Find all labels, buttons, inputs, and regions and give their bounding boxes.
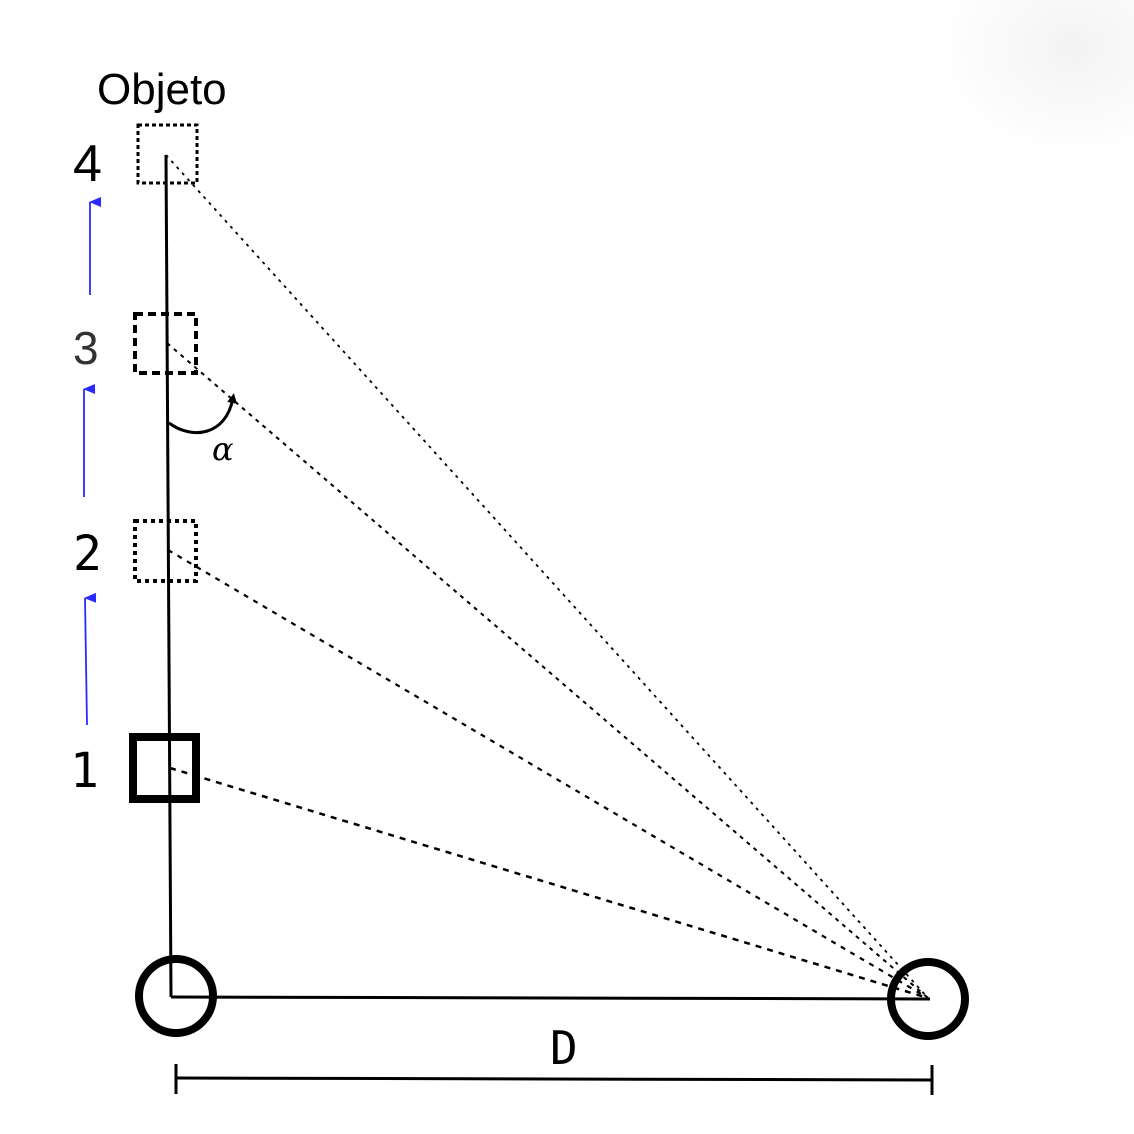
angle-alpha-label: α [212, 430, 234, 468]
corner-shading [934, 0, 1134, 160]
position-label-1: 1 [70, 743, 99, 799]
sight-line-1 [169, 766, 929, 1000]
object-box-1 [129, 733, 200, 803]
position-label-4: 4 [73, 135, 102, 193]
motion-arrow-1-to-2 [84, 592, 97, 726]
angle-arc [168, 393, 238, 435]
object-title: Objeto [97, 65, 227, 114]
observer-circle-right [887, 958, 969, 1040]
sight-line-2 [167, 549, 929, 999]
sight-line-3 [166, 342, 929, 999]
object-box-2 [133, 519, 198, 583]
distance-label: D [550, 1021, 578, 1075]
vertical-track-line [164, 154, 173, 998]
baseline-line [170, 995, 931, 1001]
observer-circle-left [135, 955, 217, 1037]
distance-bar [175, 1076, 933, 1082]
object-box-4 [136, 123, 199, 185]
position-label-3: 3 [73, 322, 99, 374]
sight-line-4 [165, 154, 929, 999]
object-box-3 [133, 312, 198, 375]
position-label-2: 2 [73, 526, 102, 582]
